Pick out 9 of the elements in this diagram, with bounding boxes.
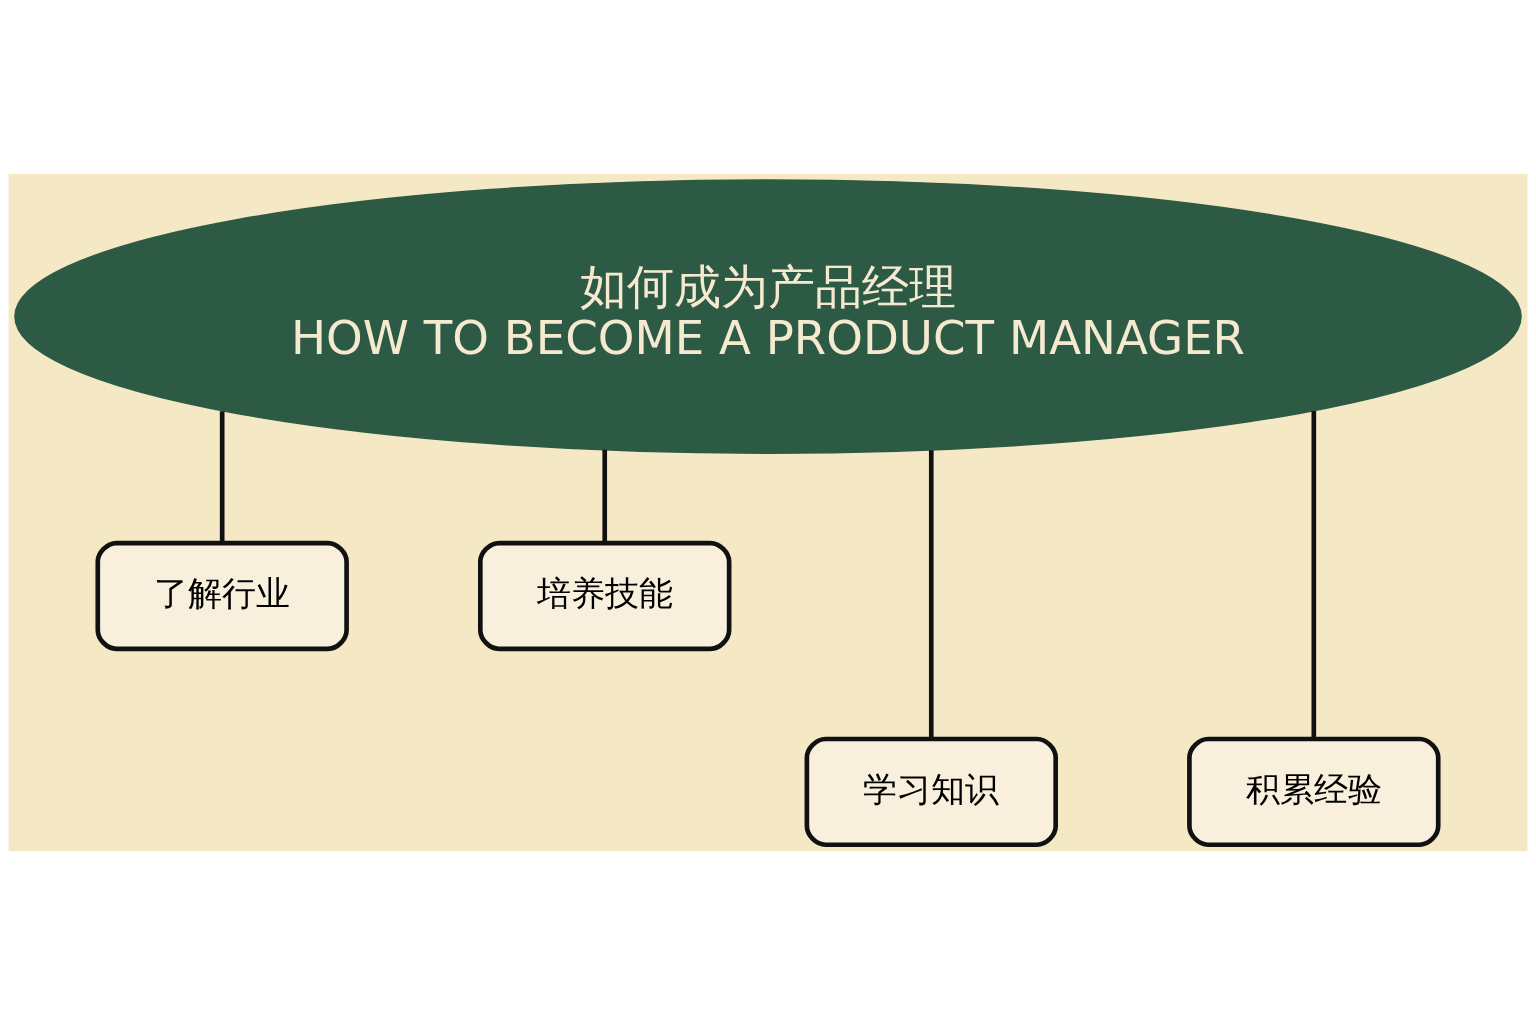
connector	[219, 410, 225, 543]
connector	[602, 449, 608, 543]
node-ellipse: 如何成为产品经理 HOW TO BECOME A PRODUCT MANAGER	[14, 178, 1522, 454]
connector	[1311, 410, 1317, 739]
node-box: 积累经验	[1187, 736, 1441, 847]
node-box: 学习知识	[804, 736, 1058, 847]
node-box: 了解行业	[95, 540, 349, 651]
node-box: 培养技能	[478, 540, 732, 651]
connector	[928, 449, 934, 739]
